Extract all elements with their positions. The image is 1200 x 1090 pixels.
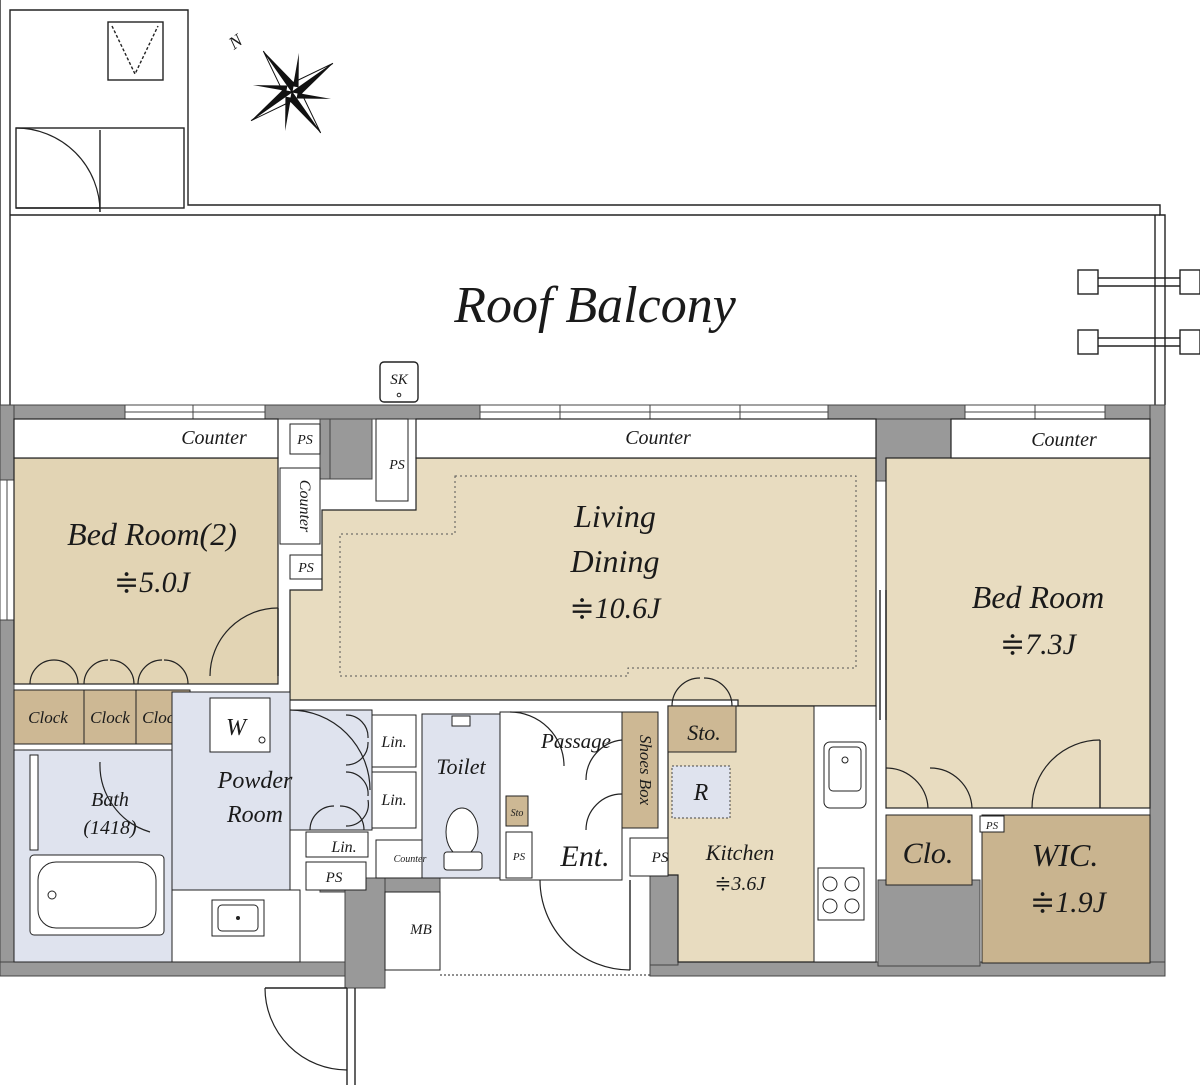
bedroom-2: Counter Bed Room(2) ≑5.0J (13, 418, 279, 685)
washer-label: W (226, 715, 248, 741)
shoes-box-label: Shoes Box (636, 735, 655, 806)
stove-icon (817, 867, 865, 921)
ps-label-2: PS (297, 561, 314, 576)
counter-small-label: Counter (394, 854, 427, 865)
toilet-room: Toilet Counter (375, 713, 501, 879)
sink-icon (211, 899, 265, 937)
bedroom-closets: Clo. WIC. ≑1.9J PS (885, 814, 1151, 964)
meter-box: MB (384, 891, 441, 971)
clock-label-1: Clock (28, 708, 68, 727)
bedroom-counter-label: Counter (1031, 429, 1097, 451)
mb-label: MB (409, 922, 432, 938)
bathtub-icon (29, 854, 165, 936)
clo-label: Clo. (903, 837, 954, 870)
compass-icon (250, 50, 334, 134)
outer-walls (0, 404, 1166, 989)
sto-kitchen-label: Sto. (687, 720, 721, 745)
kitchen-area: ≑3.6J (715, 873, 767, 895)
living-counter-label: Counter (625, 427, 691, 449)
kitchen: Sto. R Kitchen ≑3.6J (667, 677, 877, 963)
powder-label-line1: Powder (217, 768, 293, 794)
railing-brackets (1077, 269, 1200, 355)
lin-label-3: Lin. (330, 839, 356, 856)
powder-label-line2: Room (226, 802, 283, 828)
outside-door-arc (264, 987, 348, 1071)
entrance-label: Ent. (559, 840, 609, 873)
passage-label: Passage (540, 729, 611, 753)
ps-label-3: PS (388, 458, 405, 473)
lin-label-1: Lin. (380, 734, 406, 751)
fridge-label: R (693, 780, 709, 806)
ps-label-powder: PS (325, 870, 343, 886)
sto-label: Sto (511, 808, 524, 819)
toilet-label: Toilet (436, 754, 486, 779)
ps-label-kitchen: PS (651, 850, 669, 866)
ps-label-1: PS (296, 433, 313, 448)
sk-label: SK (390, 372, 409, 388)
bedroom-area: ≑7.3J (1000, 628, 1078, 661)
living-dining: Counter Living Dining ≑10.6J (289, 418, 877, 707)
roof-balcony: Roof Balcony SK (0, 0, 1200, 405)
powder-room: W Powder Room (171, 691, 373, 963)
bedroom2-area: ≑5.0J (114, 566, 192, 599)
clock-label-2: Clock (90, 708, 130, 727)
living-name-line2: Dining (570, 543, 660, 579)
wic-area: ≑1.9J (1030, 886, 1108, 919)
ps-column-left: PS Counter PS PS (279, 418, 409, 580)
washer-icon: W (209, 697, 271, 753)
bath-size-label: (1418) (83, 817, 137, 839)
bedroom2-counter-label: Counter (181, 427, 247, 449)
counter-vertical-label: Counter (296, 480, 313, 533)
roof-balcony-label: Roof Balcony (453, 277, 737, 334)
north-label: N (224, 29, 247, 53)
bedroom-name: Bed Room (972, 579, 1104, 615)
ps-label-entry: PS (512, 851, 526, 863)
ps-label-wic: PS (985, 820, 999, 832)
bath: Bath (1418) (13, 749, 173, 963)
lin-label-2: Lin. (380, 792, 406, 809)
bedroom2-name: Bed Room(2) (67, 516, 237, 552)
living-name-line1: Living (573, 498, 656, 534)
toilet-icon (443, 807, 483, 871)
wic-label: WIC. (1032, 837, 1099, 873)
passage-entrance: Passage Shoes Box Sto PS Ent. PS (440, 711, 669, 976)
living-area: ≑10.6J (570, 592, 663, 625)
bedroom: Counter Bed Room ≑7.3J (879, 418, 1151, 809)
kitchen-label: Kitchen (705, 840, 774, 865)
linen-shelves: Lin. Lin. Lin. PS (305, 714, 417, 891)
